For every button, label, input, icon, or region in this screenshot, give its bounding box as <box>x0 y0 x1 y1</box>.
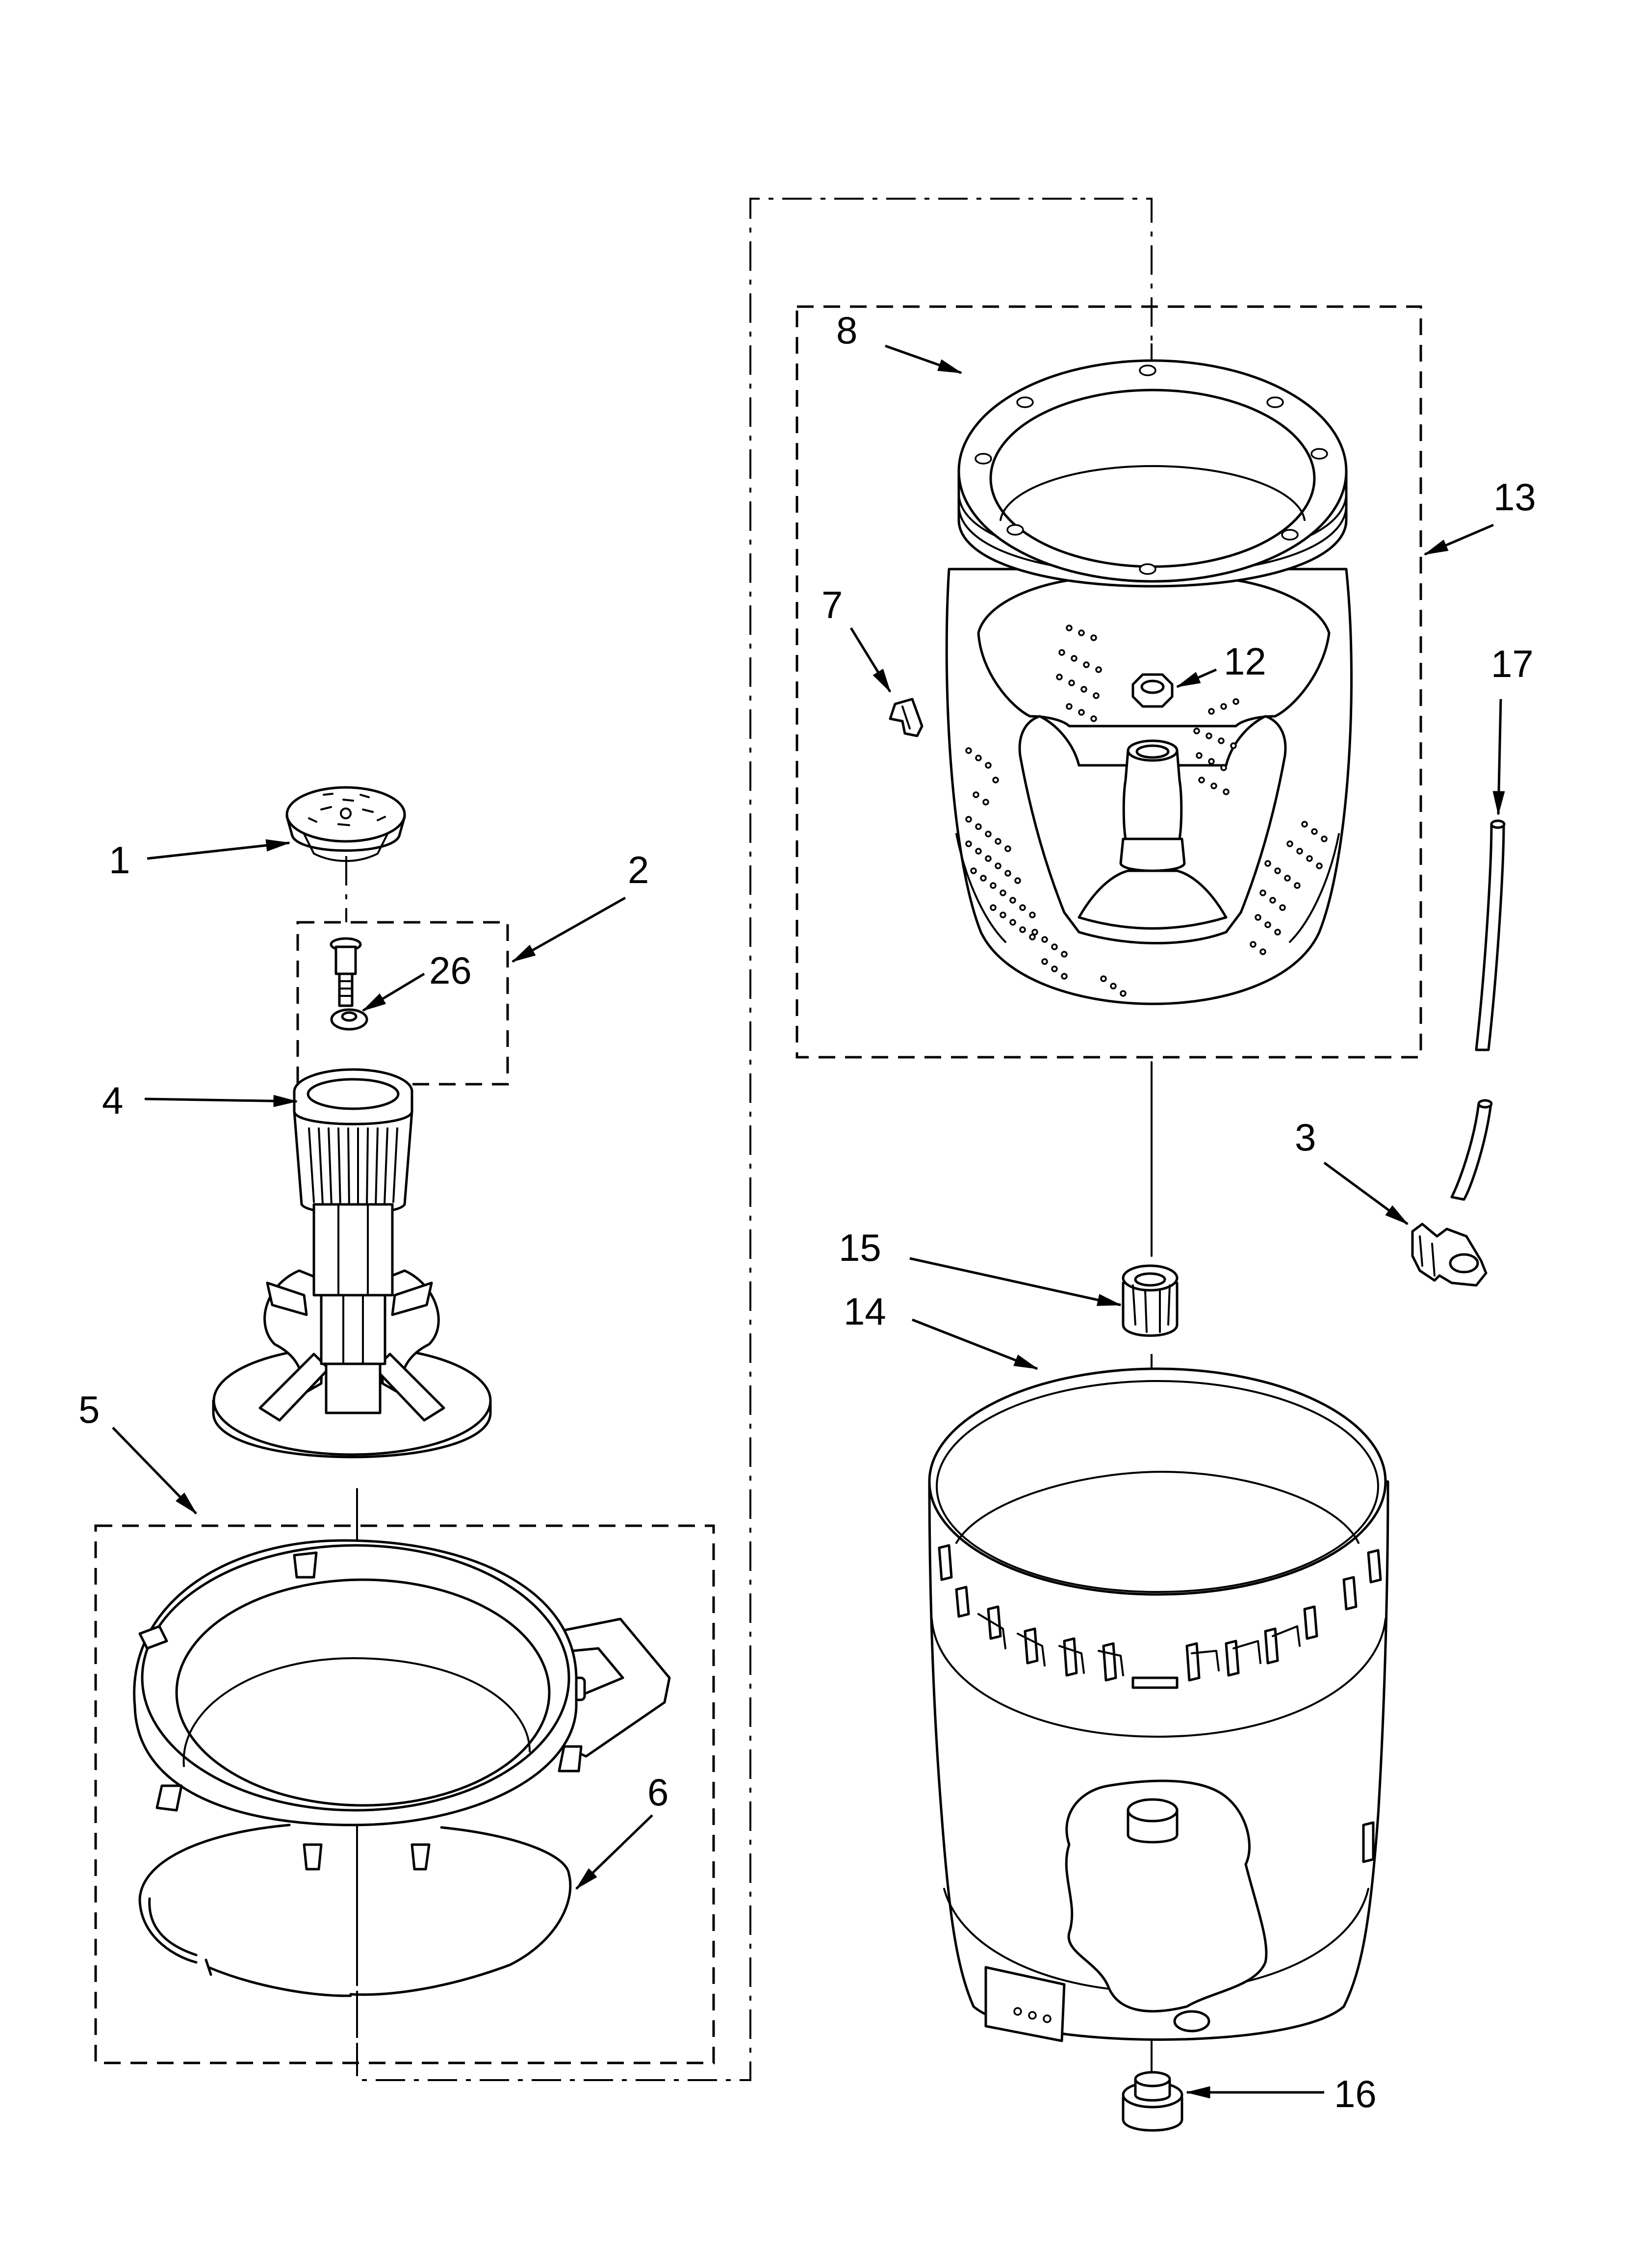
leader-12 <box>1176 668 1217 688</box>
callout-16: 16 <box>1334 2072 1377 2115</box>
agitator-barrel-ribs <box>308 1127 398 1209</box>
part-26-washer <box>330 1008 368 1031</box>
group-box-5-base <box>94 1524 715 2064</box>
part-6-ring-clamp <box>138 1824 572 1997</box>
part-5-tub-ring <box>133 1539 671 1871</box>
callout-17: 17 <box>1491 642 1534 685</box>
callout-7: 7 <box>821 583 843 626</box>
callout-12: 12 <box>1224 640 1266 683</box>
part-15-drive-bushing <box>1122 1264 1179 1337</box>
part-2-bolt <box>330 937 362 1007</box>
leader-arrows <box>112 344 1505 2099</box>
leader-14 <box>912 1318 1039 1370</box>
leader-2 <box>511 896 626 963</box>
part-4-agitator <box>212 1068 492 1459</box>
callout-1: 1 <box>109 838 130 882</box>
callout-14: 14 <box>844 1290 886 1333</box>
leader-3 <box>1323 1161 1409 1225</box>
callout-15: 15 <box>839 1226 881 1269</box>
part-14-outer-tub <box>928 1367 1389 2042</box>
leader-26 <box>361 972 425 1012</box>
leader-6 <box>575 1814 653 1890</box>
leader-17 <box>1492 699 1505 816</box>
leader-13 <box>1423 523 1494 556</box>
part-7-clip <box>889 698 924 737</box>
callout-26: 26 <box>429 949 472 992</box>
leader-1 <box>147 839 291 860</box>
callout-5: 5 <box>78 1388 100 1431</box>
part-13-basket-assembly <box>945 359 1353 1005</box>
callout-3: 3 <box>1295 1116 1316 1159</box>
callout-labels: 1 2 26 4 5 6 7 8 12 13 17 3 15 14 16 <box>78 309 1536 2115</box>
part-16-drain-plug <box>1122 2071 1183 2132</box>
tub-rim-tabs <box>938 1544 1382 1689</box>
callout-6: 6 <box>647 1771 668 1814</box>
leader-15 <box>909 1257 1122 1306</box>
callout-13: 13 <box>1493 475 1536 519</box>
leader-7 <box>849 627 892 693</box>
tub-rim-slots <box>977 1613 1301 1676</box>
part-8-balance-ring <box>957 359 1348 588</box>
balance-ring-holes <box>975 365 1328 575</box>
leader-8 <box>885 344 963 374</box>
callout-2: 2 <box>628 848 649 891</box>
callout-8: 8 <box>836 309 857 352</box>
part-17-hose <box>1450 819 1506 1201</box>
group-box-13-basket <box>795 305 1422 1059</box>
leader-5 <box>112 1427 197 1514</box>
callout-4: 4 <box>102 1079 123 1122</box>
basket-perforations <box>965 625 1328 997</box>
part-1-agitator-cap <box>285 786 406 862</box>
group-box-2-bolt <box>296 921 509 1086</box>
part-3-hose-clamp <box>1411 1223 1488 1287</box>
leader-4 <box>144 1095 298 1107</box>
part-12-drive-nut <box>1131 673 1174 708</box>
